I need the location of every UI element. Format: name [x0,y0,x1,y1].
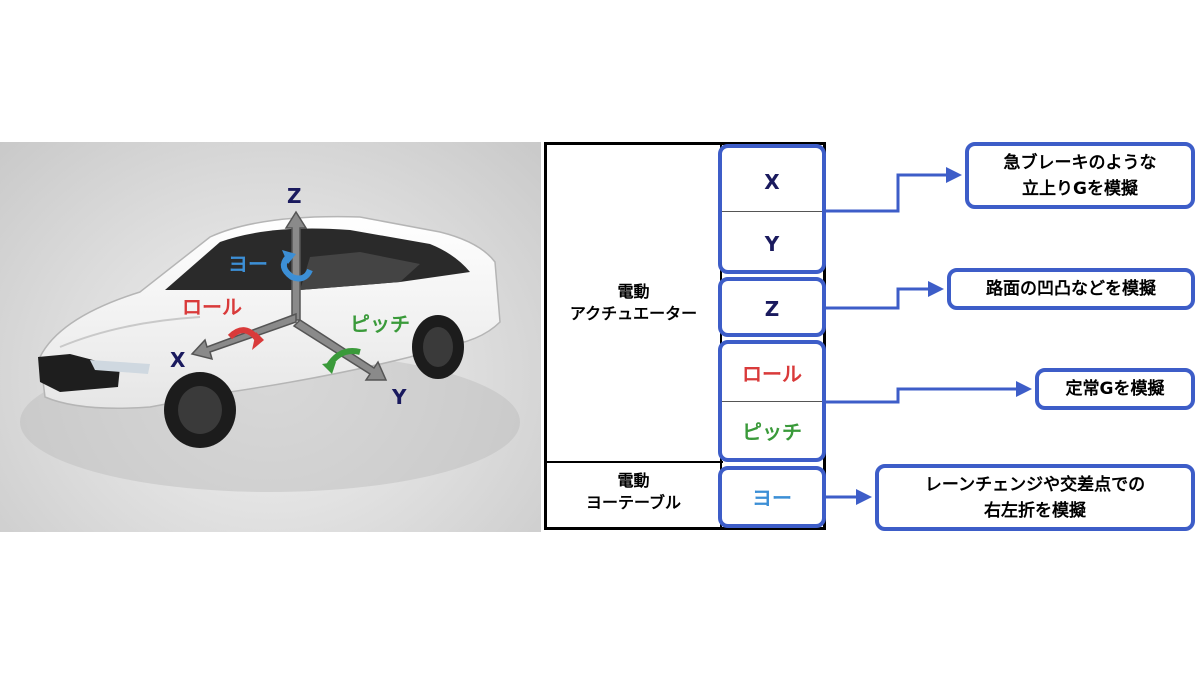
callout-lane-line1: レーンチェンジや交差点での [924,474,1146,495]
xy-box: X Y [718,144,826,274]
cell-y: Y [764,232,780,256]
roll-pitch-box: ロール ピッチ [718,340,826,462]
callout-lane: レーンチェンジや交差点での 右左折を模擬 [875,464,1195,531]
callout-steady: 定常Gを模擬 [1035,368,1195,410]
cell-separator [722,211,822,212]
callout-braking: 急ブレーキのような 立上りGを模擬 [965,142,1195,209]
cell-separator [722,401,822,402]
x-axis-label: X [170,348,186,372]
z-axis-label: Z [287,184,302,208]
cell-z: Z [764,297,780,321]
callout-road-line1: 路面の凹凸などを模擬 [986,279,1156,299]
turntable-label-line1: 電動 [617,471,650,490]
callout-road: 路面の凹凸などを模擬 [947,268,1195,310]
row-divider [547,461,723,463]
pitch-label: ピッチ [350,312,410,336]
cell-roll: ロール [742,362,802,386]
turntable-group-label: 電動 ヨーテーブル [547,470,720,514]
column-divider [720,145,722,527]
callout-steady-line1: 定常Gを模擬 [1065,379,1165,399]
turntable-label-line2: ヨーテーブル [585,493,682,512]
yaw-box: ヨー [718,466,826,528]
yaw-label: ヨー [228,252,268,276]
actuator-table: 電動 アクチュエーター 電動 ヨーテーブル [544,142,826,530]
callout-braking-line2: 立上りGを模擬 [1022,178,1138,199]
rotation-arrows [227,250,361,374]
cell-yaw: ヨー [752,486,792,510]
roll-label: ロール [182,295,242,319]
callout-braking-line1: 急ブレーキのような [1003,152,1157,173]
z-box: Z [718,277,826,337]
cell-x: X [764,170,780,194]
actuator-label-line2: アクチュエーター [569,304,698,323]
actuator-group-label: 電動 アクチュエーター [547,281,720,325]
cell-pitch: ピッチ [742,420,802,444]
y-axis-label: Y [392,385,407,409]
axis-arrows [190,210,388,381]
callout-lane-line2: 右左折を模擬 [984,500,1086,521]
car-photo: Z X Y ヨー ロール ピッチ [0,142,541,532]
actuator-label-line1: 電動 [617,282,650,301]
car-illustration [20,215,520,492]
